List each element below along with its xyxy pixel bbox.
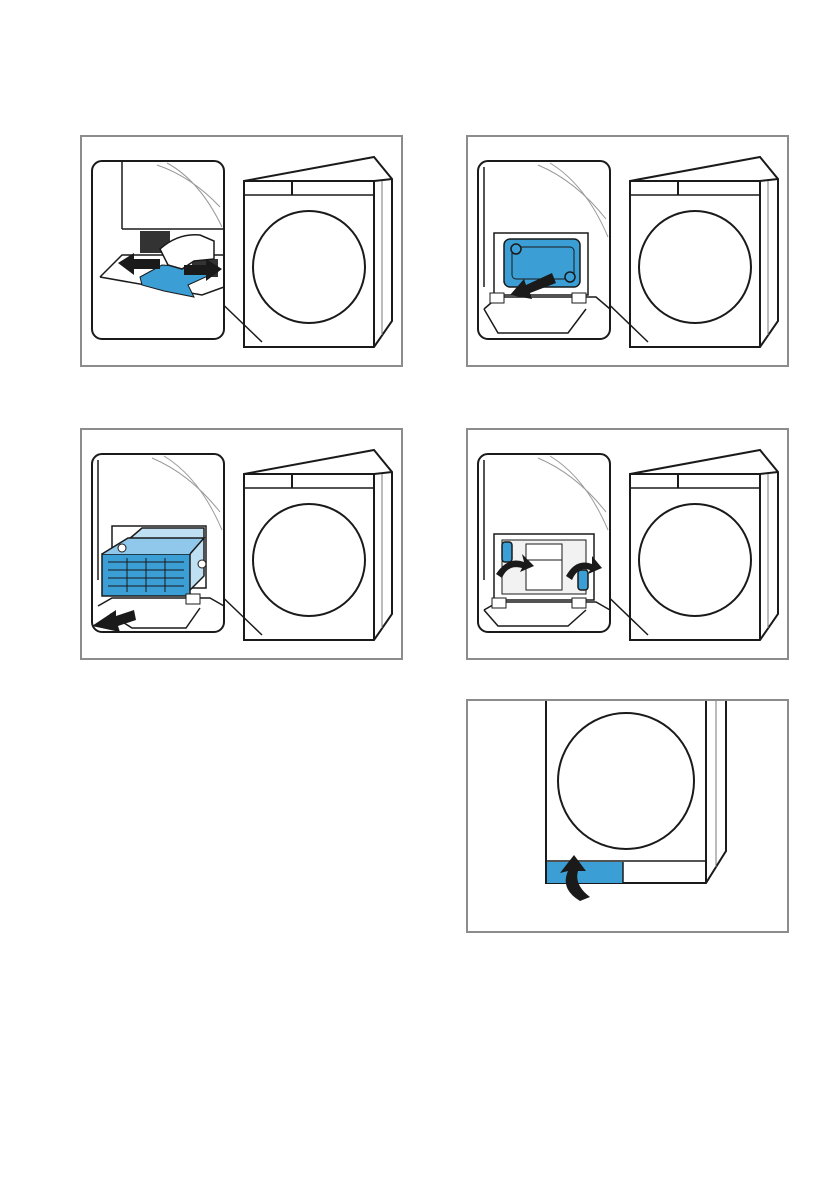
detail-view [478,161,610,339]
dryer-illustration [244,157,392,347]
close-maintenance-flap-illustration [468,701,787,931]
maintenance-flap [547,862,623,883]
step-3-panel [80,428,403,660]
lock-filter-levers-illustration [468,430,787,658]
step-2-panel [466,135,789,367]
detail-view [92,161,224,339]
detail-view [478,454,610,632]
insert-filter-frame-illustration [468,137,787,365]
dryer-illustration [546,701,726,883]
remove-lint-from-filter-area-illustration [82,137,401,365]
detail-view [92,454,224,632]
dryer-illustration [630,450,778,640]
step-1-panel [80,135,403,367]
step-5-panel [466,699,789,933]
dryer-illustration [630,157,778,347]
step-4-panel [466,428,789,660]
insert-filter-unit-illustration [82,430,401,658]
dryer-illustration [244,450,392,640]
